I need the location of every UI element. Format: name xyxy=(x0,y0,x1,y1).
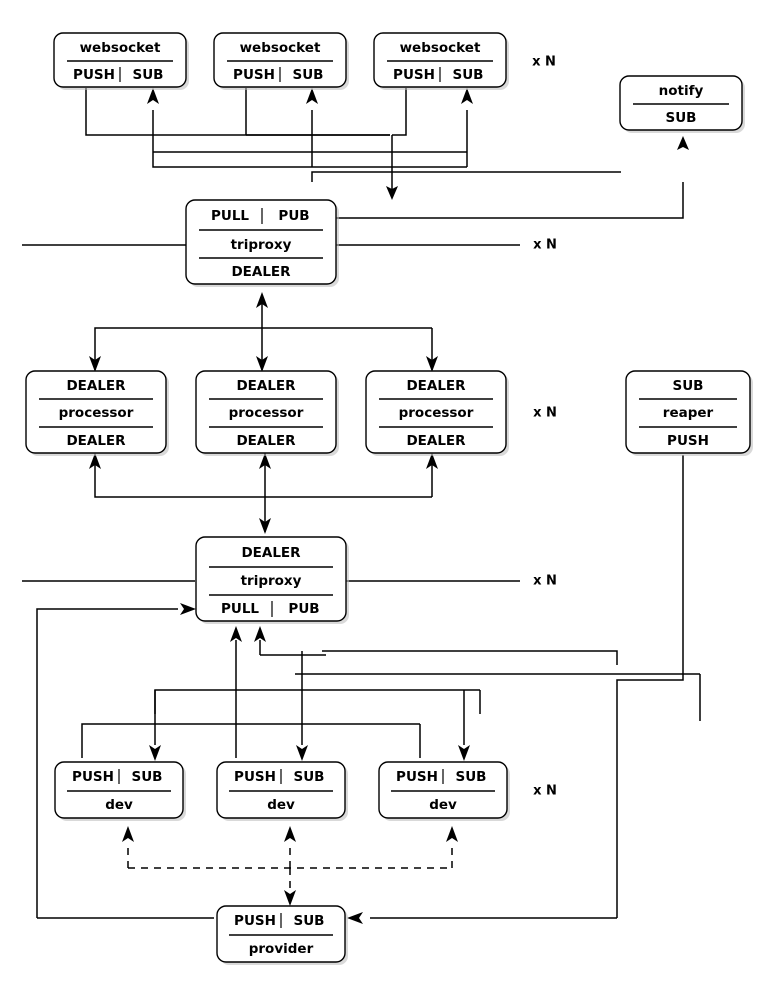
arrowhead-into-dev2-sub xyxy=(296,745,308,761)
node-processor-3[interactable]: DEALER processor DEALER xyxy=(365,370,509,456)
link-ws1-push-to-bus xyxy=(85,88,390,136)
node-websocket-3[interactable]: websocket PUSH SUB xyxy=(373,32,509,90)
websocket-1-sub: SUB xyxy=(133,67,164,83)
processor-1-dealer-top: DEALER xyxy=(66,378,126,394)
triproxy-top-pub: PUB xyxy=(278,208,309,224)
triproxy-bottom-pub: PUB xyxy=(288,601,319,617)
arrowhead-ws1-sub xyxy=(147,88,159,104)
dev-3-title: dev xyxy=(429,797,457,813)
processor-2-dealer-top: DEALER xyxy=(236,378,296,394)
link-reaper-to-provider xyxy=(616,455,684,918)
processor-1-title: processor xyxy=(59,405,134,421)
arrowhead-dashed-into-dev2 xyxy=(284,826,296,842)
processor-2-dealer-bottom: DEALER xyxy=(236,433,296,449)
link-provider-to-triproxy2-pull xyxy=(36,608,178,918)
websocket-3-sub: SUB xyxy=(453,67,484,83)
multiplier-triproxy-bottom: x N xyxy=(533,574,557,589)
dev-3-push: PUSH xyxy=(396,769,438,785)
processor-3-dealer-top: DEALER xyxy=(406,378,466,394)
arrowhead-into-provider-sub xyxy=(347,912,363,924)
reaper-push: PUSH xyxy=(667,433,709,449)
triproxy-top-title: triproxy xyxy=(231,237,292,253)
multiplier-websockets: x N xyxy=(532,55,556,70)
processor-1-dealer-bottom: DEALER xyxy=(66,433,126,449)
arrowhead-down-processor-1 xyxy=(89,356,101,372)
node-notify[interactable]: notify SUB xyxy=(619,75,745,133)
websocket-2-push: PUSH xyxy=(233,67,275,83)
arrowhead-dev-push-into-pull-a xyxy=(230,626,242,642)
arrowhead-dashed-into-provider xyxy=(284,890,296,906)
link-processor-bus-bottom xyxy=(94,455,432,498)
node-dev-2[interactable]: PUSH SUB dev xyxy=(216,761,348,821)
node-dev-3[interactable]: PUSH SUB dev xyxy=(378,761,510,821)
provider-push: PUSH xyxy=(234,913,276,929)
triproxy-bottom-pull: PULL xyxy=(221,601,259,617)
arrowhead-up-triproxy-dealer xyxy=(256,292,268,308)
arrowhead-dashed-into-dev1 xyxy=(122,826,134,842)
link-triproxy2-pub-right-1 xyxy=(322,650,618,665)
processor-3-title: processor xyxy=(399,405,474,421)
dev-2-sub: SUB xyxy=(294,769,325,785)
websocket-3-title: websocket xyxy=(400,40,481,56)
node-dev-1[interactable]: PUSH SUB dev xyxy=(54,761,186,821)
link-pub-riser xyxy=(311,171,621,182)
link-ws3-push-to-bus xyxy=(392,88,407,136)
websocket-3-push: PUSH xyxy=(393,67,435,83)
arrowhead-ws2-sub xyxy=(306,88,318,104)
arrowhead-down-processor-2 xyxy=(256,356,268,372)
arrowhead-dashed-into-dev3 xyxy=(446,826,458,842)
node-provider[interactable]: PUSH SUB provider xyxy=(216,905,348,965)
dev-2-push: PUSH xyxy=(234,769,276,785)
websocket-2-title: websocket xyxy=(240,40,321,56)
provider-title: provider xyxy=(249,941,314,957)
link-pub-bus-upper xyxy=(152,152,467,168)
arrowhead-ws3-sub xyxy=(461,88,473,104)
link-dev-push-lower-bus xyxy=(81,723,420,758)
triproxy-bottom-dealer: DEALER xyxy=(241,545,301,561)
arrowhead-dev-push-into-pull-b xyxy=(254,626,266,642)
arrowhead-up-processor-1 xyxy=(89,453,101,469)
link-dev-sub-bus xyxy=(154,689,480,714)
node-triproxy-top[interactable]: PULL PUB triproxy DEALER xyxy=(185,199,339,287)
triproxy-top-dealer: DEALER xyxy=(231,264,291,280)
dev-1-push: PUSH xyxy=(72,769,114,785)
link-pub-to-notify xyxy=(336,182,684,219)
node-websocket-2[interactable]: websocket PUSH SUB xyxy=(213,32,349,90)
link-processor-bus-top xyxy=(94,327,432,370)
websocket-2-sub: SUB xyxy=(293,67,324,83)
arrowhead-up-processor-2 xyxy=(259,453,271,469)
node-websocket-1[interactable]: websocket PUSH SUB xyxy=(53,32,189,90)
multiplier-triproxy-top: x N xyxy=(533,238,557,253)
arrowhead-into-dev1-sub xyxy=(149,745,161,761)
node-processor-1[interactable]: DEALER processor DEALER xyxy=(25,370,169,456)
arrowhead-into-triproxy2-pull xyxy=(180,603,196,615)
dev-2-title: dev xyxy=(267,797,295,813)
node-reaper[interactable]: SUB reaper PUSH xyxy=(625,370,753,456)
node-processor-2[interactable]: DEALER processor DEALER xyxy=(195,370,339,456)
arrowhead-up-processor-3 xyxy=(426,453,438,469)
node-triproxy-bottom[interactable]: DEALER triproxy PULL PUB xyxy=(195,536,349,624)
triproxy-top-pull: PULL xyxy=(211,208,249,224)
provider-sub: SUB xyxy=(294,913,325,929)
reaper-sub: SUB xyxy=(673,378,704,394)
dev-1-sub: SUB xyxy=(132,769,163,785)
arrowhead-into-notify-sub xyxy=(677,136,689,150)
triproxy-bottom-title: triproxy xyxy=(241,573,302,589)
processor-3-dealer-bottom: DEALER xyxy=(406,433,466,449)
notify-title: notify xyxy=(659,83,704,99)
processor-2-title: processor xyxy=(229,405,304,421)
websocket-1-title: websocket xyxy=(80,40,161,56)
multiplier-devs: x N xyxy=(533,784,557,799)
arrowhead-down-processor-3 xyxy=(426,356,438,372)
multiplier-processors: x N xyxy=(533,406,557,421)
connection-lines xyxy=(22,88,701,924)
dev-1-title: dev xyxy=(105,797,133,813)
arrowhead-into-dev3-sub xyxy=(458,745,470,761)
notify-sub: SUB xyxy=(666,110,697,126)
dev-3-sub: SUB xyxy=(456,769,487,785)
websocket-1-push: PUSH xyxy=(73,67,115,83)
arrowhead-into-triproxy-pull xyxy=(386,186,398,200)
arrowhead-down-triproxy2-dealer xyxy=(259,518,271,534)
reaper-title: reaper xyxy=(663,405,714,421)
